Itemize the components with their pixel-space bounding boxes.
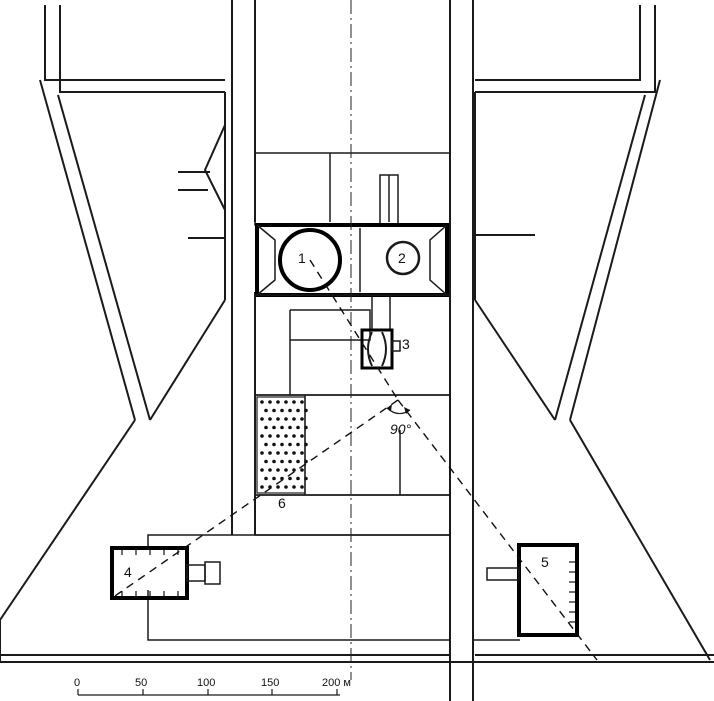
field-dot	[284, 434, 288, 438]
scale-tick-0: 0	[74, 677, 80, 689]
label-2: 2	[398, 250, 406, 266]
instrument-building-5	[486, 543, 579, 637]
label-4: 4	[124, 564, 132, 580]
field-dot	[260, 434, 264, 438]
scale-tick-150: 150	[261, 677, 279, 689]
left-shore-outline	[44, 5, 225, 93]
field-dot	[260, 451, 264, 455]
field-dot	[276, 434, 280, 438]
lens-assembly-3	[360, 328, 401, 370]
field-dot	[276, 400, 280, 404]
field-dot	[288, 425, 292, 430]
field-dot	[284, 417, 288, 421]
field-dot	[300, 485, 304, 489]
scale-tick-50: 50	[135, 677, 147, 689]
field-dot	[296, 408, 300, 413]
field-dot	[280, 459, 284, 464]
field-dot	[264, 425, 268, 430]
field-dot	[284, 485, 288, 489]
scale-bar: 0 50 100 150 200 м	[74, 677, 351, 696]
field-dot	[288, 459, 292, 464]
field-dot	[276, 417, 280, 421]
field-dot	[292, 468, 296, 472]
field-dot	[280, 476, 284, 481]
field-dot	[304, 459, 308, 464]
field-dot	[288, 476, 292, 481]
field-dot	[276, 468, 280, 472]
label-angle: 90°	[390, 421, 412, 437]
telescope-dome-1	[278, 228, 342, 292]
label-3: 3	[402, 336, 410, 352]
right-embankment	[474, 79, 711, 661]
telescope-dome-2	[385, 240, 421, 276]
field-dot	[260, 485, 264, 489]
field-dot	[304, 425, 308, 430]
field-dot	[300, 417, 304, 421]
field-dot	[296, 459, 300, 464]
field-dot	[304, 408, 308, 413]
field-dot	[300, 468, 304, 472]
field-dot	[272, 408, 276, 413]
field-dot	[296, 476, 300, 481]
field-dot	[296, 425, 300, 430]
field-dot	[284, 451, 288, 455]
left-embankment	[0, 79, 226, 621]
field-dot	[292, 485, 296, 489]
field-dot	[268, 417, 272, 421]
lower-corridor	[147, 534, 520, 641]
scale-tick-100: 100	[197, 677, 215, 689]
upper-building	[254, 152, 451, 226]
field-dot	[272, 459, 276, 464]
field-dot	[260, 417, 264, 421]
field-dot	[272, 442, 276, 447]
label-1: 1	[298, 250, 306, 266]
right-shore-outline	[475, 5, 656, 93]
field-dot	[264, 459, 268, 464]
main-hall	[255, 223, 449, 297]
left-notch	[178, 124, 226, 239]
lower-rooms	[254, 394, 451, 536]
field-dot	[292, 434, 296, 438]
field-dot	[292, 400, 296, 404]
field-dot	[300, 400, 304, 404]
field-dot	[284, 468, 288, 472]
central-channel	[231, 0, 474, 701]
field-dot	[296, 442, 300, 447]
field-dot	[260, 400, 264, 404]
field-dot	[300, 451, 304, 455]
field-dot	[268, 400, 272, 404]
sight-lines	[111, 259, 598, 661]
label-5: 5	[541, 554, 549, 570]
field-dot	[280, 442, 284, 447]
scale-tick-200: 200 м	[322, 677, 351, 689]
middle-rooms	[254, 294, 451, 396]
dotted-field-6	[256, 396, 308, 494]
field-dot	[264, 476, 268, 481]
field-dot	[292, 451, 296, 455]
field-dot	[264, 442, 268, 447]
field-dot	[276, 485, 280, 489]
field-dot	[288, 408, 292, 413]
field-dot	[276, 451, 280, 455]
field-dot	[288, 442, 292, 447]
field-dot	[268, 451, 272, 455]
label-6: 6	[278, 495, 286, 511]
field-dot	[304, 476, 308, 481]
instrument-building-4	[110, 546, 221, 600]
field-dot	[280, 425, 284, 430]
field-dot	[280, 408, 284, 413]
field-dot	[268, 468, 272, 472]
field-dot	[304, 442, 308, 447]
base-platform	[0, 620, 714, 663]
field-dot	[268, 434, 272, 438]
angle-marker	[386, 404, 411, 415]
field-dot	[260, 468, 264, 472]
field-dot	[284, 400, 288, 404]
field-dot	[264, 408, 268, 413]
field-dot	[272, 425, 276, 430]
field-dot	[292, 417, 296, 421]
field-dot	[272, 476, 276, 481]
field-dot	[300, 434, 304, 438]
